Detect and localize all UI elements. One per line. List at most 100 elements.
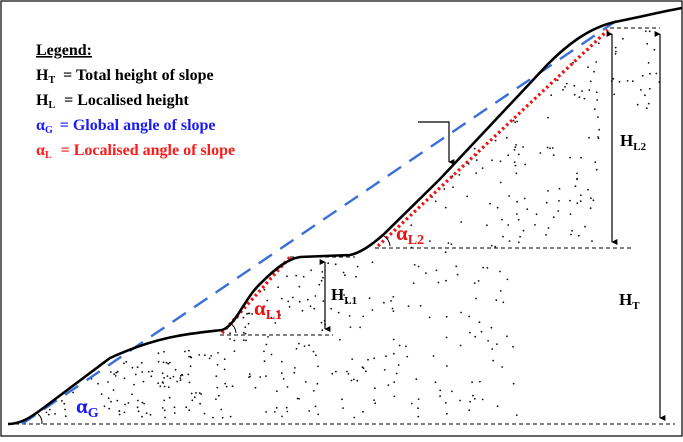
ground-speck — [644, 94, 646, 97]
ground-speck — [445, 315, 448, 318]
h-l2-label: HL2 — [620, 131, 647, 153]
ground-speck — [519, 235, 521, 238]
ground-speck — [273, 411, 276, 413]
ground-speck — [110, 400, 112, 403]
ground-speck — [468, 409, 471, 412]
ground-speck — [594, 161, 597, 164]
legend-item-local-height: HL= Localised height — [36, 92, 189, 111]
ground-speck — [275, 406, 278, 409]
ground-speck — [569, 199, 571, 202]
ground-speck — [565, 82, 568, 85]
ground-speck — [331, 372, 334, 375]
ground-speck — [576, 202, 579, 205]
ground-speck — [546, 146, 549, 149]
ground-speck — [208, 357, 211, 360]
ground-speck — [516, 213, 518, 215]
ground-speck — [587, 188, 589, 191]
ground-speck — [176, 380, 179, 383]
ground-speck — [596, 99, 599, 101]
ground-speck — [123, 362, 125, 365]
ground-speck — [655, 72, 658, 75]
ground-speck — [524, 163, 527, 166]
ground-speck — [141, 371, 144, 373]
ground-speck — [580, 194, 582, 197]
ground-speck — [589, 80, 592, 83]
ground-speck — [279, 314, 281, 316]
ground-speck — [429, 240, 431, 243]
ground-speck — [526, 208, 529, 211]
ground-speck — [114, 375, 117, 377]
ground-speck — [572, 61, 574, 64]
ground-speck — [243, 339, 245, 342]
ground-speck — [233, 339, 236, 342]
ground-speck — [575, 178, 578, 181]
ground-speck — [64, 415, 67, 418]
ground-speck — [277, 286, 279, 289]
ground-speck — [100, 393, 103, 395]
alpha-l2-label: αL2 — [396, 221, 424, 248]
ground-speck — [173, 412, 176, 414]
ground-speck — [367, 358, 369, 361]
ground-speck — [123, 411, 126, 414]
legend: Legend: HT= Total height of slope HL= Lo… — [36, 42, 235, 161]
ground-speck — [131, 393, 134, 396]
ground-speck — [356, 379, 359, 382]
ground-speck — [481, 167, 484, 170]
ground-speck — [341, 398, 343, 401]
ground-speck — [626, 80, 629, 82]
ground-speck — [393, 395, 396, 398]
ground-speck — [456, 273, 459, 276]
ground-speck — [614, 46, 617, 49]
ground-speck — [523, 197, 526, 200]
ground-speck — [281, 415, 283, 418]
ground-speck — [288, 305, 291, 308]
ground-speck — [445, 279, 447, 282]
ground-speck — [383, 369, 386, 371]
ground-speck — [190, 356, 193, 359]
ground-speck — [83, 403, 86, 406]
ground-speck — [161, 407, 164, 409]
ground-speck — [490, 326, 493, 329]
ground-speck — [145, 412, 148, 414]
dimension-arrows — [319, 31, 666, 421]
ground-speck — [428, 316, 431, 319]
ground-speck — [468, 315, 471, 318]
ground-speck — [133, 383, 135, 386]
ground-speck — [571, 229, 573, 232]
ground-speck — [108, 407, 111, 410]
ground-speck — [251, 313, 254, 315]
legend-item-total-height: HT= Total height of slope — [36, 67, 214, 86]
ground-speck — [590, 197, 592, 200]
ground-speck — [298, 300, 301, 303]
ground-speck — [595, 91, 598, 94]
ground-speck — [576, 172, 578, 175]
ground-speck — [469, 400, 471, 403]
ground-speck — [167, 386, 170, 388]
ground-speck — [412, 282, 415, 284]
ground-speck — [359, 326, 361, 329]
ground-speck — [583, 97, 586, 100]
ground-speck — [266, 299, 269, 302]
ground-speck — [200, 393, 203, 395]
ground-speck — [159, 385, 162, 388]
ground-speck — [581, 90, 583, 92]
ground-speck — [597, 137, 600, 140]
ground-speck — [473, 147, 476, 150]
ground-speck — [199, 402, 202, 405]
ground-speck — [113, 373, 116, 376]
ground-speck — [434, 200, 437, 203]
ground-speck — [459, 344, 462, 347]
ground-speck — [374, 402, 377, 405]
ground-speck — [220, 408, 223, 411]
ground-speck — [301, 309, 304, 312]
ground-speck — [165, 361, 168, 364]
ground-speck — [551, 147, 554, 149]
ground-speck — [61, 400, 63, 402]
ground-speck — [310, 269, 312, 272]
ground-speck — [365, 370, 367, 373]
ground-speck — [595, 168, 598, 171]
ground-speck — [392, 296, 395, 298]
ground-speck — [355, 275, 357, 278]
ground-speck — [558, 200, 560, 202]
ground-speck — [496, 206, 499, 209]
